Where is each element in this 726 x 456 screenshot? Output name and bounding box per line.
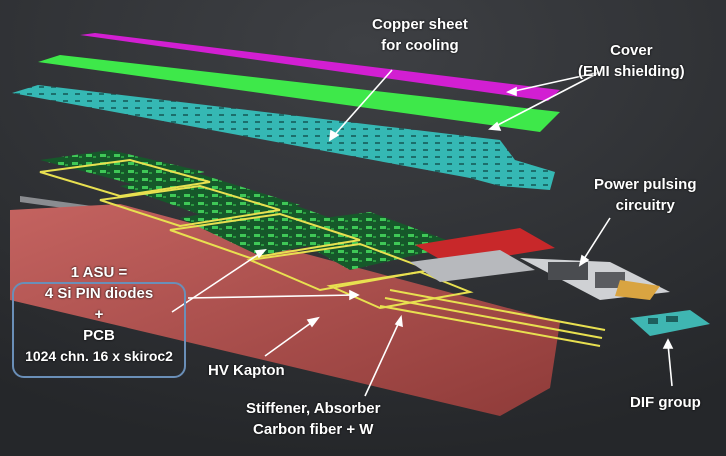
asu-label-line1: 1 ASU = xyxy=(70,264,128,281)
asu-callout-box xyxy=(12,282,186,378)
absorber-plate xyxy=(10,204,560,416)
hv-block xyxy=(415,228,555,265)
cover-label: Cover (EMI shielding) xyxy=(578,40,685,82)
power-pulsing-board xyxy=(520,258,670,300)
copper-sheet-label-line1: Copper sheet xyxy=(372,16,468,33)
kapton-strips xyxy=(379,289,606,347)
hv-kapton-label: HV Kapton xyxy=(208,360,285,381)
power-pulsing-label: Power pulsing circuitry xyxy=(594,174,697,216)
cover-layer xyxy=(80,33,560,101)
hv-kapton-label-text: HV Kapton xyxy=(208,362,285,379)
copper-sheet-layer xyxy=(12,85,555,190)
dif-group-label-text: DIF group xyxy=(630,394,701,411)
asu-label-line2: 4 Si PIN diodes xyxy=(44,285,154,302)
asu-label: 1 ASU = 4 Si PIN diodes + PCB 1024 chn. … xyxy=(12,262,186,367)
stiffener-label-line2: Carbon fiber + W xyxy=(253,421,374,438)
asu-label-line4: PCB xyxy=(83,327,115,344)
power-pulsing-label-line2: circuitry xyxy=(615,197,675,214)
dif-group-label: DIF group xyxy=(630,392,701,413)
stiffener-label-line1: Stiffener, Absorber xyxy=(246,400,381,417)
copper-sheet-label: Copper sheet for cooling xyxy=(372,14,468,56)
dif-board xyxy=(630,310,710,336)
cover-label-line1: Cover xyxy=(610,42,653,59)
leader-arrows xyxy=(171,69,674,397)
power-pulsing-label-line1: Power pulsing xyxy=(594,176,697,193)
asu-label-line5: 1024 chn. 16 x skiroc2 xyxy=(25,348,173,364)
asu-label-line3: + xyxy=(94,306,104,323)
cover-label-line2: (EMI shielding) xyxy=(578,63,685,80)
copper-sheet-label-line2: for cooling xyxy=(381,37,459,54)
stiffener-label: Stiffener, Absorber Carbon fiber + W xyxy=(246,398,380,440)
grey-connector xyxy=(410,250,535,282)
green-layer xyxy=(38,55,560,132)
